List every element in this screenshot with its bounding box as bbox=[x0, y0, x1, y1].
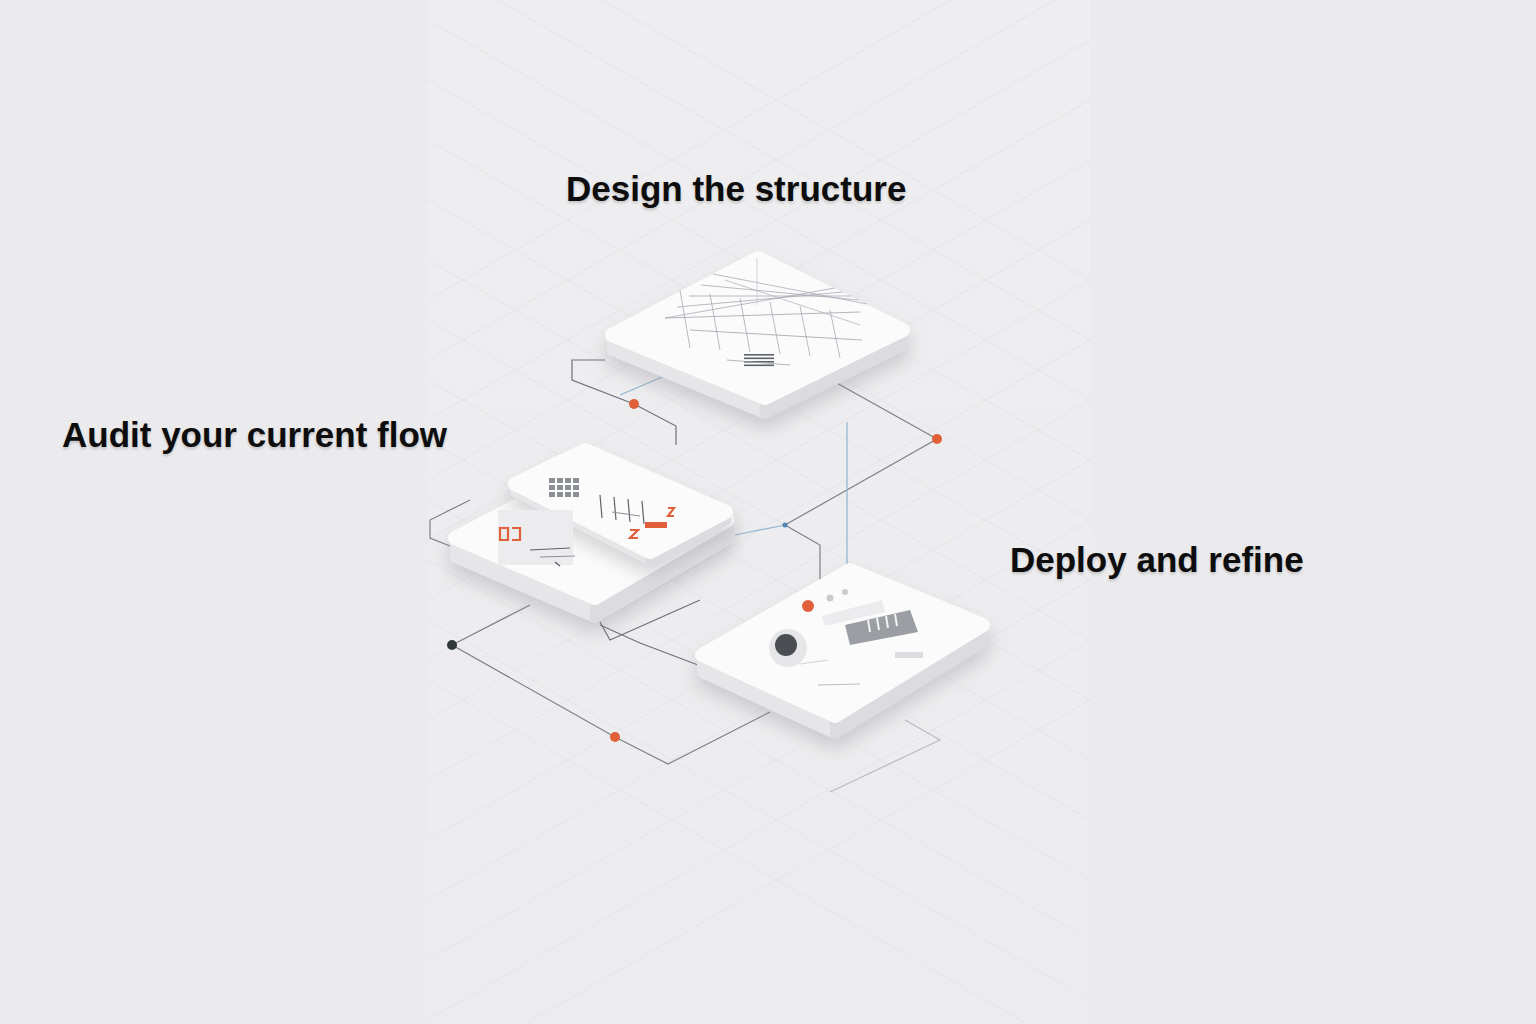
orange-dot bbox=[610, 732, 620, 742]
tile-detail bbox=[690, 330, 862, 340]
deploy-tile bbox=[702, 570, 983, 734]
tile-detail bbox=[713, 274, 867, 304]
tile-detail bbox=[628, 499, 630, 522]
tile-detail bbox=[895, 614, 897, 626]
grid-line bbox=[428, 80, 1090, 460]
grid-line bbox=[428, 220, 1090, 600]
step-heading: Deploy and refine bbox=[1010, 539, 1304, 581]
grid-line bbox=[428, 400, 1090, 780]
grid-cell bbox=[573, 485, 579, 490]
grid-chip bbox=[744, 358, 774, 360]
wire bbox=[452, 605, 530, 645]
grid-cell bbox=[573, 492, 579, 497]
tile-detail bbox=[818, 684, 860, 685]
tile-detail bbox=[710, 294, 720, 350]
status-dot bbox=[842, 589, 848, 595]
grid-line bbox=[428, 40, 1090, 420]
tile-detail bbox=[727, 360, 790, 365]
grid-line bbox=[428, 560, 1090, 940]
wire bbox=[785, 382, 937, 592]
grid-chip bbox=[744, 354, 774, 356]
orange-glyph bbox=[630, 508, 674, 538]
grid-cell bbox=[549, 485, 555, 490]
wire bbox=[735, 525, 785, 535]
connector-line bbox=[846, 422, 847, 565]
tile-detail bbox=[612, 512, 640, 516]
grid-line bbox=[428, 140, 1090, 520]
grid-line bbox=[428, 680, 1090, 1024]
tile-detail bbox=[555, 562, 560, 566]
orange-dot bbox=[629, 399, 639, 409]
tile-face bbox=[612, 258, 903, 398]
tile-detail bbox=[757, 258, 758, 305]
grid-line bbox=[428, 440, 1090, 820]
dark-dot bbox=[447, 640, 457, 650]
tile-detail bbox=[868, 620, 870, 632]
tile-face bbox=[702, 570, 983, 716]
status-dot bbox=[827, 595, 834, 602]
orange-dot bbox=[802, 600, 814, 612]
design-tile bbox=[612, 258, 903, 414]
step-heading: Audit your current flow bbox=[62, 414, 447, 456]
tile-detail bbox=[886, 616, 888, 628]
tile-detail bbox=[830, 310, 840, 358]
grid-line bbox=[428, 700, 1090, 1024]
connector-line bbox=[600, 625, 698, 665]
grid-line bbox=[428, 500, 1090, 880]
grid-line bbox=[428, 520, 1090, 900]
tile-detail bbox=[770, 302, 780, 354]
grid-cell bbox=[549, 478, 555, 483]
grid-cell bbox=[549, 492, 555, 497]
grid-line bbox=[428, 20, 1090, 400]
grid-line bbox=[428, 200, 1090, 580]
tile-detail bbox=[614, 497, 616, 520]
grid-line bbox=[428, 460, 1090, 840]
small-bar bbox=[895, 652, 923, 658]
tile-detail bbox=[600, 495, 602, 518]
grid-cell bbox=[565, 492, 571, 497]
field-bar bbox=[822, 600, 885, 626]
grid-cell bbox=[557, 485, 563, 490]
process-tile: Audit your current flow bbox=[450, 445, 735, 625]
process-tile: Design the structure bbox=[605, 250, 910, 422]
grid-line bbox=[428, 100, 1090, 480]
tile-detail bbox=[642, 501, 644, 524]
decor-wires bbox=[430, 338, 940, 792]
orange-bar bbox=[645, 522, 667, 528]
grid-cell bbox=[557, 478, 563, 483]
blue-dot bbox=[783, 523, 788, 528]
grid-cell bbox=[573, 478, 579, 483]
grid-cell bbox=[565, 478, 571, 483]
tile-detail bbox=[740, 298, 750, 352]
grid-line bbox=[428, 0, 1090, 280]
avatar bbox=[775, 634, 797, 656]
grid-cell bbox=[557, 492, 563, 497]
faint-grid bbox=[428, 0, 1090, 1024]
tile-detail bbox=[680, 290, 690, 348]
grid-line bbox=[428, 640, 1090, 1020]
avatar-ring bbox=[769, 629, 807, 667]
tile-shape bbox=[450, 445, 735, 625]
tile-detail bbox=[540, 556, 575, 557]
orange-dot bbox=[932, 434, 942, 444]
orange-glyph bbox=[500, 528, 520, 540]
grid-chip bbox=[744, 365, 774, 367]
step-heading: Design the structure bbox=[566, 168, 906, 210]
tile-detail bbox=[530, 548, 570, 550]
grid-cell bbox=[565, 485, 571, 490]
tile-shape bbox=[698, 565, 990, 741]
tile-detail bbox=[800, 660, 828, 664]
tile-detail bbox=[877, 618, 879, 630]
tile-shape bbox=[605, 250, 910, 422]
grid-line bbox=[428, 380, 1090, 760]
process-tile: Deploy and refine bbox=[698, 565, 990, 741]
tile-detail bbox=[725, 280, 860, 325]
